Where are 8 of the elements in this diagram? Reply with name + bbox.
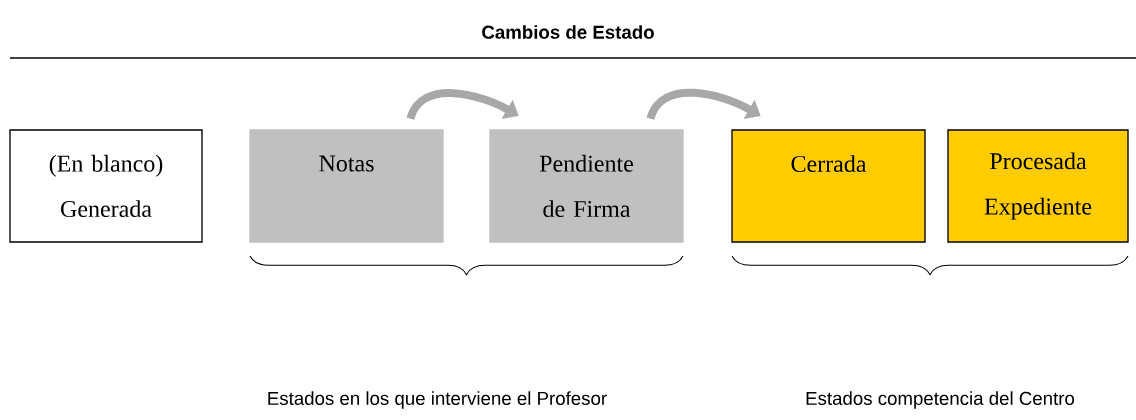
group-label: Estados en los que interviene el Profesor [268,391,607,409]
state-box: Pendiente de Firma [489,129,684,243]
state-box: (En blanco) Generada [9,129,203,243]
group-label: Estados competencia del Centro [806,391,1075,409]
state-box: Cerrada [731,129,926,243]
title: Cambios de Estado [482,25,654,39]
state-box: Procesada Expediente [947,129,1129,243]
state-box: Notas [249,129,444,243]
